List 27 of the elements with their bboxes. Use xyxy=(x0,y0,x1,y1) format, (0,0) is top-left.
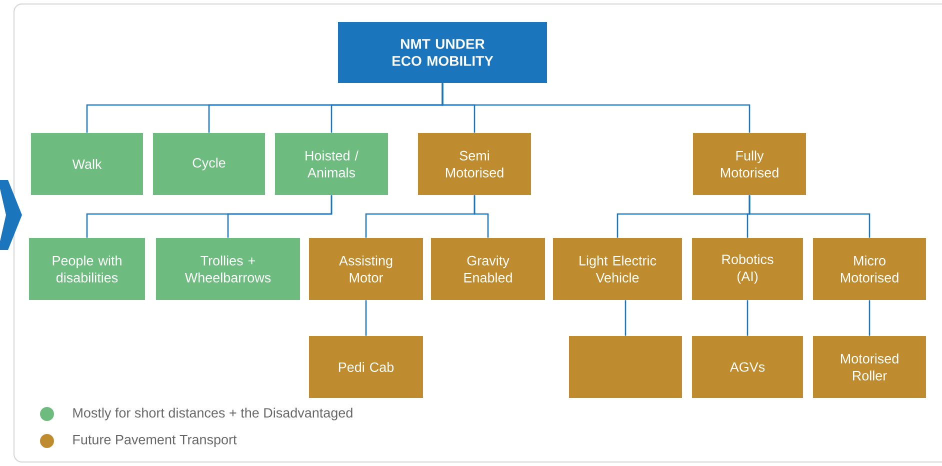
category-box: Gravity Enabled xyxy=(431,238,545,300)
legend-text: Future Pavement Transport xyxy=(73,434,237,448)
category-box: Assisting Motor xyxy=(309,238,423,300)
category-box: Robotics (AI) xyxy=(692,238,803,300)
category-box: Walk xyxy=(31,133,143,195)
category-box: Fully Motorised xyxy=(693,133,806,195)
title-box: NMT UNDER ECO MOBILITY xyxy=(338,22,547,83)
connector-line xyxy=(474,195,489,238)
category-box: Micro Motorised xyxy=(813,238,926,300)
category-box: Trollies + Wheelbarrows xyxy=(156,238,300,300)
category-box: Pedi Cab xyxy=(309,336,423,398)
empty-box xyxy=(569,336,682,398)
connector-line xyxy=(748,195,870,238)
connector-line xyxy=(868,300,870,336)
category-box: Cycle xyxy=(153,133,265,195)
connector-line xyxy=(227,195,332,238)
category-box: People with disabilities xyxy=(29,238,145,300)
connector-line xyxy=(746,300,748,336)
connector-line xyxy=(442,83,750,133)
legend-text: Mostly for short distances + the Disadvantaged xyxy=(73,408,352,420)
connector-line xyxy=(624,300,626,336)
connector-line xyxy=(365,300,367,336)
category-box: Hoisted / Animals xyxy=(275,133,388,195)
category-box: Motorised Roller xyxy=(813,336,926,398)
category-box: AGVs xyxy=(692,336,803,398)
category-box: Light Electric Vehicle xyxy=(553,238,682,300)
category-box: Semi Motorised xyxy=(418,133,531,195)
